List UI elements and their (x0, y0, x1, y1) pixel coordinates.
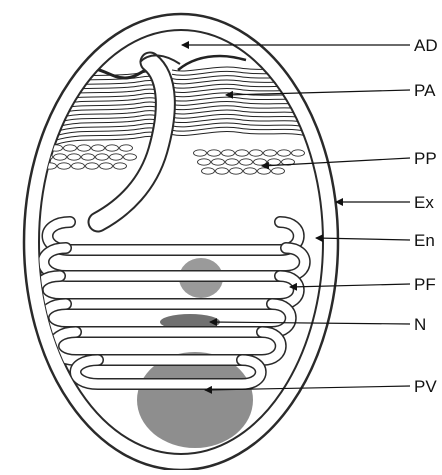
lamella (172, 106, 308, 111)
vesicle (194, 150, 207, 156)
vesicle (258, 168, 271, 174)
vesicle (96, 154, 109, 160)
vesicle (120, 145, 133, 151)
vesicle (82, 154, 95, 160)
vesicle (202, 168, 215, 174)
vesicle (278, 150, 291, 156)
leader-n (210, 322, 410, 324)
label-pa: PA (414, 81, 436, 100)
vesicle (54, 154, 67, 160)
lamella (172, 67, 308, 72)
vesicle (198, 159, 211, 165)
vesicle (124, 154, 137, 160)
leader-lines (182, 45, 410, 390)
vesicle (268, 159, 281, 165)
label-n: N (414, 315, 426, 334)
lamella (56, 98, 160, 106)
lamella (56, 93, 160, 101)
vesicle (244, 168, 257, 174)
lamella (172, 84, 308, 89)
vesicle (106, 145, 119, 151)
posterior-vacuole (137, 352, 253, 448)
vesicle (64, 145, 77, 151)
label-ad: AD (414, 36, 438, 55)
vesicle (236, 150, 249, 156)
lamella (172, 110, 308, 115)
lamella (172, 80, 308, 85)
lamella (56, 81, 160, 89)
vesicle (212, 159, 225, 165)
vesicle (50, 145, 63, 151)
vesicle (72, 163, 85, 169)
vesicle (250, 150, 263, 156)
vesicle (92, 145, 105, 151)
vesicle (272, 168, 285, 174)
vesicle (240, 159, 253, 165)
label-pf: PF (414, 275, 436, 294)
lamella (172, 132, 308, 137)
lamella (56, 119, 160, 127)
lamella (56, 132, 160, 140)
vesicle (292, 150, 305, 156)
vesicle (114, 163, 127, 169)
lamella (56, 115, 160, 123)
label-pv: PV (414, 377, 437, 396)
lamella (56, 136, 160, 144)
label-ex: Ex (414, 193, 434, 212)
vesicle (68, 154, 81, 160)
polar-filament-manubroid-core (98, 62, 165, 222)
lamella (172, 127, 308, 132)
vesicle (216, 168, 229, 174)
label-en: En (414, 231, 435, 250)
vesicle (78, 145, 91, 151)
vesicle (230, 168, 243, 174)
vesicle (100, 163, 113, 169)
polar-filament-coils (38, 222, 305, 384)
vesicle (254, 159, 267, 165)
leader-en (316, 238, 410, 240)
coil-core (48, 222, 299, 250)
vesicle (44, 163, 57, 169)
vesicle (58, 163, 71, 169)
vesicle (226, 159, 239, 165)
lamella (172, 114, 308, 119)
vesicle (208, 150, 221, 156)
lamella (56, 128, 160, 136)
vesicle (110, 154, 123, 160)
lamella (172, 119, 308, 124)
lamella (56, 85, 160, 93)
label-pp: PP (414, 149, 437, 168)
vesicle (86, 163, 99, 169)
vesicle (264, 150, 277, 156)
posterior-polaroplast-vesicles (36, 145, 305, 174)
lamella (56, 89, 160, 97)
leader-pf (290, 284, 410, 287)
lamella (56, 111, 160, 119)
vesicle (222, 150, 235, 156)
lamella (172, 123, 308, 128)
lamella (56, 124, 160, 132)
